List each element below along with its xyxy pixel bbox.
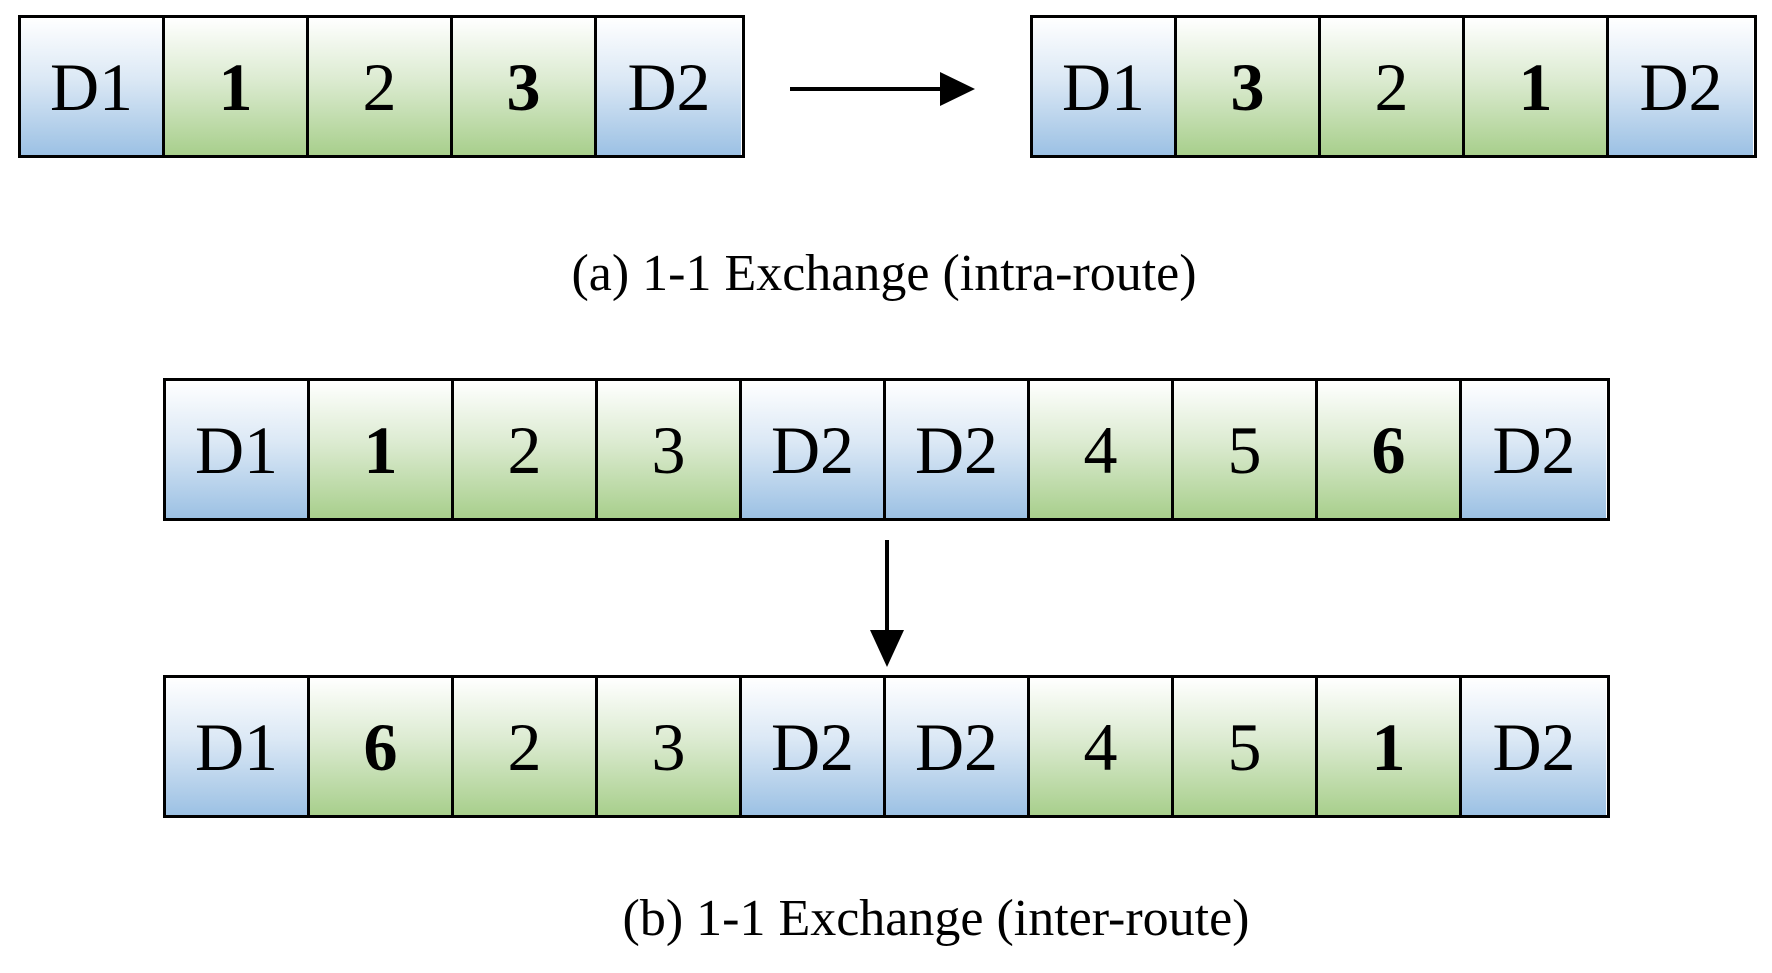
customer-cell: 3 xyxy=(1177,18,1321,155)
caption-inter-route: (b) 1-1 Exchange (inter-route) xyxy=(622,890,1250,947)
customer-cell: 3 xyxy=(598,678,742,815)
down-arrow-icon xyxy=(870,540,904,667)
depot-cell: D2 xyxy=(1462,678,1606,815)
right-arrow-icon xyxy=(790,72,975,106)
customer-cell: 5 xyxy=(1174,381,1318,518)
customer-cell: 4 xyxy=(1030,678,1174,815)
depot-cell: D2 xyxy=(742,678,886,815)
depot-cell: D2 xyxy=(742,381,886,518)
customer-cell: 2 xyxy=(454,381,598,518)
customer-cell: 2 xyxy=(1321,18,1465,155)
customer-cell: 3 xyxy=(453,18,597,155)
customer-cell: 1 xyxy=(1318,678,1462,815)
customer-cell: 6 xyxy=(310,678,454,815)
depot-cell: D2 xyxy=(886,678,1030,815)
customer-cell: 1 xyxy=(310,381,454,518)
customer-cell: 2 xyxy=(309,18,453,155)
customer-cell: 1 xyxy=(165,18,309,155)
depot-cell: D2 xyxy=(1462,381,1606,518)
depot-cell: D1 xyxy=(21,18,165,155)
depot-cell: D2 xyxy=(597,18,741,155)
customer-cell: 4 xyxy=(1030,381,1174,518)
customer-cell: 3 xyxy=(598,381,742,518)
depot-cell: D1 xyxy=(1033,18,1177,155)
customer-cell: 2 xyxy=(454,678,598,815)
depot-cell: D2 xyxy=(886,381,1030,518)
customer-cell: 5 xyxy=(1174,678,1318,815)
caption-intra-route: (a) 1-1 Exchange (intra-route) xyxy=(571,245,1197,302)
depot-cell: D1 xyxy=(166,678,310,815)
customer-cell: 1 xyxy=(1465,18,1609,155)
customer-cell: 6 xyxy=(1318,381,1462,518)
depot-cell: D1 xyxy=(166,381,310,518)
depot-cell: D2 xyxy=(1609,18,1753,155)
